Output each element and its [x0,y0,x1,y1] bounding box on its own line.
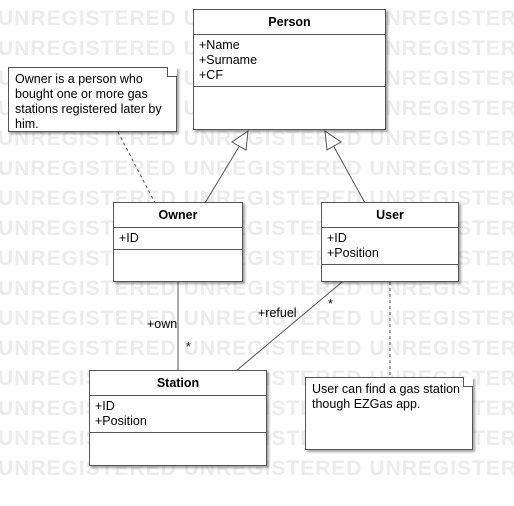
attribute-compartment: +Name +Surname +CF [194,35,385,87]
note-fold-icon [167,67,177,77]
note-anchor-owner [117,131,156,204]
attribute: +CF [199,68,223,82]
class-name: User [322,203,458,228]
note-user[interactable]: User can find a gas station though EZGas… [305,377,473,450]
attribute-compartment: +ID +Position [322,228,458,265]
class-name: Station [90,371,266,396]
attribute: +Name [199,38,240,52]
multiplicity-own: * [186,340,191,354]
class-user[interactable]: User +ID +Position [321,202,459,282]
attribute: +Position [95,414,147,428]
multiplicity-refuel: * [328,297,333,311]
class-name: Person [194,10,385,35]
generalization-user-person [332,144,366,204]
note-fold-icon [463,377,473,387]
generalization-owner-person [204,144,241,204]
class-owner[interactable]: Owner +ID [113,202,243,282]
class-station[interactable]: Station +ID +Position [89,370,267,466]
attribute: +Surname [199,53,258,67]
generalization-arrowhead [324,129,342,151]
attribute: +ID [95,399,115,413]
note-owner[interactable]: Owner is a person who bought one or more… [8,67,177,132]
generalization-arrowhead [231,129,249,151]
note-text: User can find a gas station though EZGas… [312,382,460,411]
attribute: +ID [119,231,139,245]
note-text: Owner is a person who bought one or more… [15,72,162,131]
attribute-compartment: +ID [114,228,242,250]
attribute: +ID [327,231,347,245]
association-refuel [235,281,343,372]
attribute: +Position [327,246,379,260]
attribute-compartment: +ID +Position [90,396,266,433]
class-name: Owner [114,203,242,228]
class-person[interactable]: Person +Name +Surname +CF [193,9,386,130]
association-role-own: +own [147,317,178,331]
association-role-refuel: +refuel [258,306,297,320]
